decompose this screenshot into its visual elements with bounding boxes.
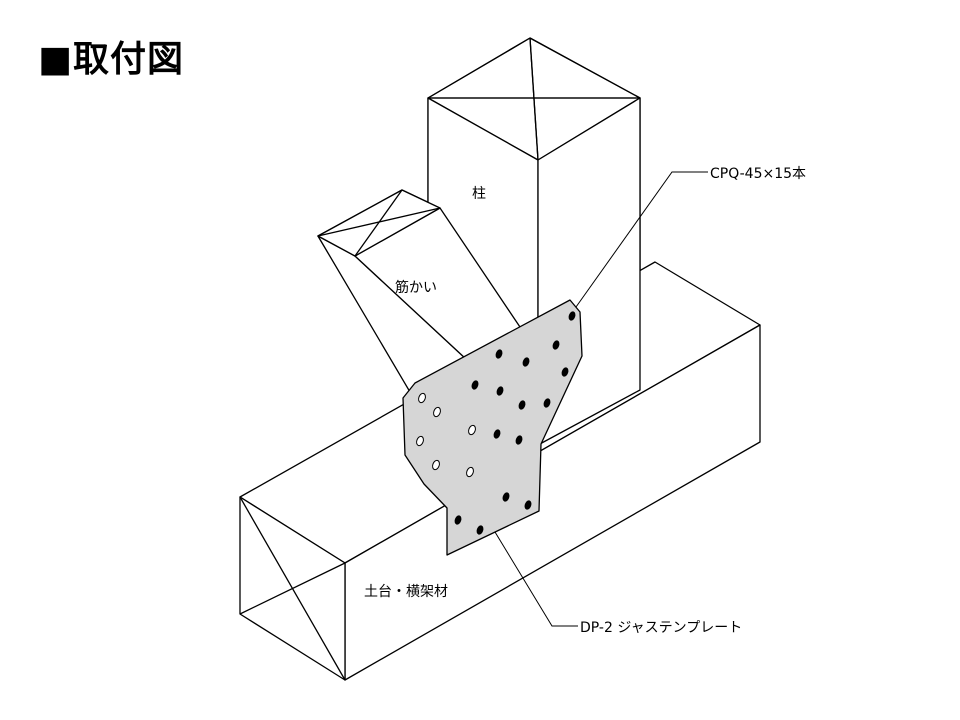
plate-label: DP-2 ジャステンプレート [580, 620, 742, 636]
plate-leader-line [494, 531, 578, 627]
screw-hole-open [418, 392, 426, 404]
screw-hole-filled [568, 311, 576, 321]
sill-label: 土台・横架材 [364, 584, 448, 600]
screw-label: CPQ-45×15本 [710, 166, 806, 182]
screw-hole-filled [493, 429, 501, 439]
screw-hole-open [416, 435, 424, 447]
sill-end-diagonal-2 [239, 562, 346, 615]
screw-hole-filled [552, 340, 560, 350]
screw-leader-line [575, 171, 708, 308]
brace-label: 筋かい [395, 279, 437, 296]
screw-hole-filled [515, 435, 523, 445]
screw-hole-open [466, 466, 474, 478]
screw-hole-open [468, 424, 476, 436]
column-top-diag-redraw-2 [529, 37, 539, 161]
screw-hole-open [432, 459, 440, 471]
brace-end-diag-redraw-2 [354, 189, 403, 257]
plate-holes [416, 311, 576, 535]
screw-hole-filled [476, 525, 484, 535]
dp2-plate [402, 299, 583, 556]
screw-hole-filled [561, 367, 569, 377]
screw-hole-filled [522, 357, 530, 367]
screw-hole-filled [454, 515, 462, 525]
screw-hole-open [433, 406, 441, 418]
screw-hole-filled [495, 349, 503, 359]
screw-hole-filled [543, 398, 551, 408]
column-top-edge-redraw-1 [427, 37, 531, 99]
screw-hole-filled [518, 400, 526, 410]
column-label: 柱 [472, 186, 486, 202]
screw-hole-filled [496, 386, 504, 396]
screw-hole-filled [502, 492, 510, 502]
column-top-edge-redraw-2 [529, 37, 641, 99]
screw-hole-filled [471, 380, 479, 390]
page-title: ■取付図 [38, 39, 185, 80]
screw-hole-filled [524, 500, 532, 510]
